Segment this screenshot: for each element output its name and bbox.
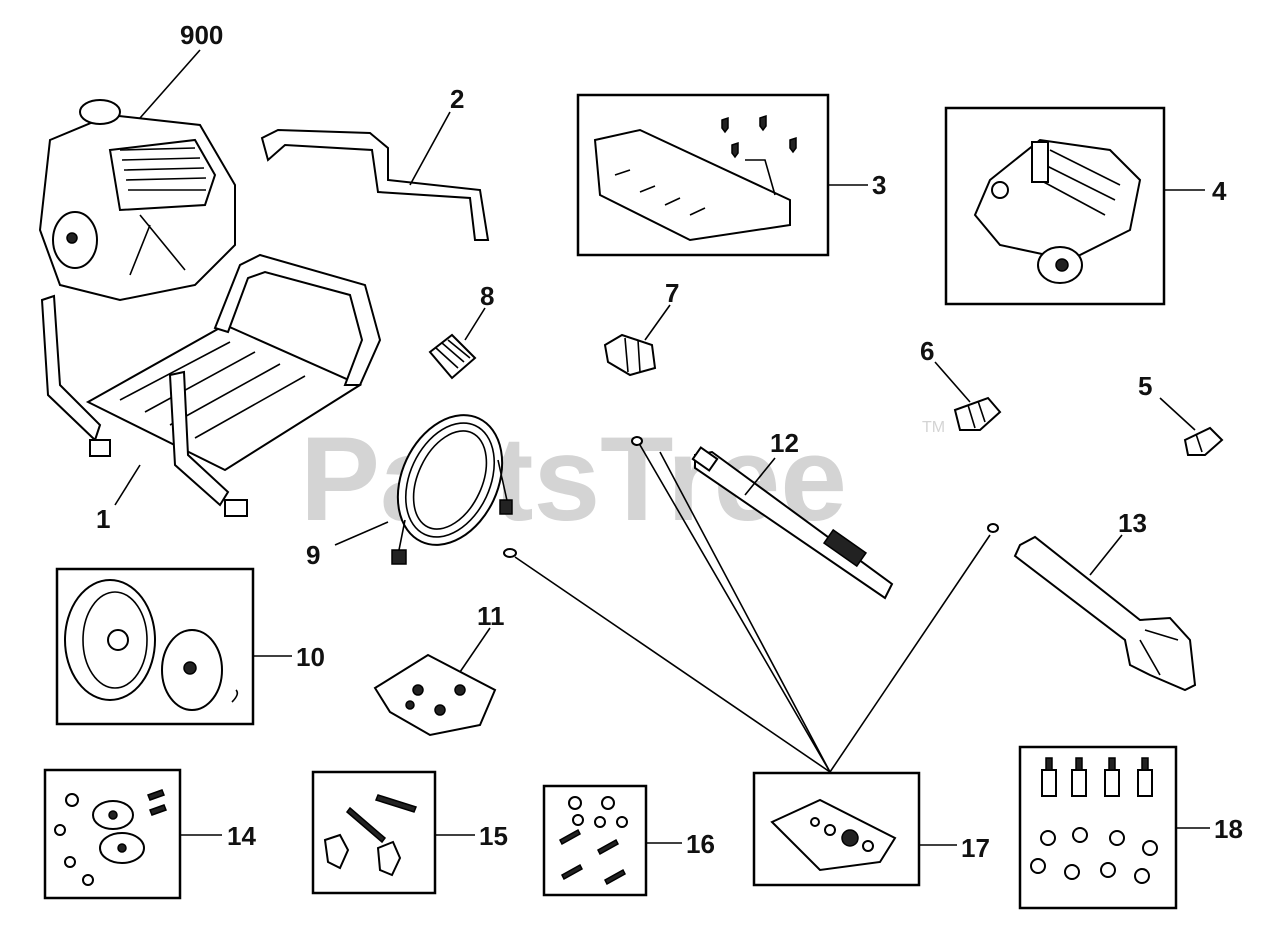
part-6-fitting[interactable] [953, 396, 1002, 431]
part-10-box[interactable] [55, 567, 255, 726]
callout-9[interactable]: 9 [306, 540, 320, 570]
leader-washer-12a-to-17 [639, 444, 831, 773]
leader-11 [459, 627, 491, 673]
leader-1 [114, 464, 141, 506]
leader-12 [744, 457, 776, 496]
part-14-items [54, 789, 167, 886]
callout-11[interactable]: 11 [477, 601, 505, 631]
leader-7 [644, 304, 671, 341]
part-11-bag[interactable] [373, 653, 497, 737]
callout-6[interactable]: 6 [920, 336, 934, 366]
part-10-wheel [64, 579, 239, 711]
callout-16[interactable]: 16 [686, 829, 715, 859]
part-1-frame[interactable] [40, 253, 382, 517]
part-12-lance[interactable] [631, 436, 894, 600]
part-4-pump [973, 138, 1142, 284]
leader-900 [139, 49, 201, 119]
leader-2 [409, 111, 451, 186]
callout-15[interactable]: 15 [479, 821, 508, 851]
watermark-tm: TM [922, 419, 945, 436]
callout-1[interactable]: 1 [96, 504, 110, 534]
part-2-handle[interactable] [260, 128, 490, 241]
leader-washer-12b-to-17 [659, 451, 831, 773]
watermark-text: PartsTree [300, 412, 847, 546]
part-3-screws [721, 114, 797, 159]
callout-2[interactable]: 2 [450, 84, 464, 114]
leader-9 [334, 521, 389, 546]
part-16-box[interactable] [542, 784, 648, 897]
callout-10[interactable]: 10 [296, 642, 325, 672]
part-18-items [1030, 757, 1158, 884]
leader-13 [1089, 534, 1123, 576]
part-5-fitting[interactable] [1183, 426, 1224, 456]
part-15-box[interactable] [311, 770, 437, 895]
callout-7[interactable]: 7 [665, 278, 679, 308]
part-13-gun[interactable] [987, 523, 1197, 692]
leader-6 [934, 361, 971, 403]
part-3-box[interactable] [576, 93, 830, 257]
callout-3[interactable]: 3 [872, 170, 886, 200]
callout-18[interactable]: 18 [1214, 814, 1243, 844]
part-14-box[interactable] [43, 768, 182, 900]
part-900-engine[interactable] [38, 99, 236, 302]
part-17-box[interactable] [752, 771, 921, 887]
callout-4[interactable]: 4 [1212, 176, 1227, 206]
callout-900[interactable]: 900 [180, 20, 223, 50]
part-3-cover [593, 128, 791, 242]
leader-washer-9-to-17 [514, 556, 831, 773]
callout-14[interactable]: 14 [227, 821, 256, 851]
leader-washer-13-to-17 [829, 534, 991, 773]
part-8-fitting[interactable] [428, 333, 477, 380]
part-4-box[interactable] [944, 106, 1166, 306]
callout-17[interactable]: 17 [961, 833, 990, 863]
callout-13[interactable]: 13 [1118, 508, 1147, 538]
part-9-hose[interactable] [378, 398, 522, 565]
part-16-items [559, 796, 628, 886]
part-17-bag [770, 798, 897, 872]
callout-12[interactable]: 12 [770, 428, 799, 458]
callout-8[interactable]: 8 [480, 281, 494, 311]
leader-8 [464, 307, 486, 341]
callout-5[interactable]: 5 [1138, 371, 1152, 401]
leader-5 [1159, 397, 1196, 431]
part-15-items [323, 794, 417, 877]
part-7-coupler[interactable] [603, 333, 657, 377]
part-9-washer [503, 548, 517, 558]
